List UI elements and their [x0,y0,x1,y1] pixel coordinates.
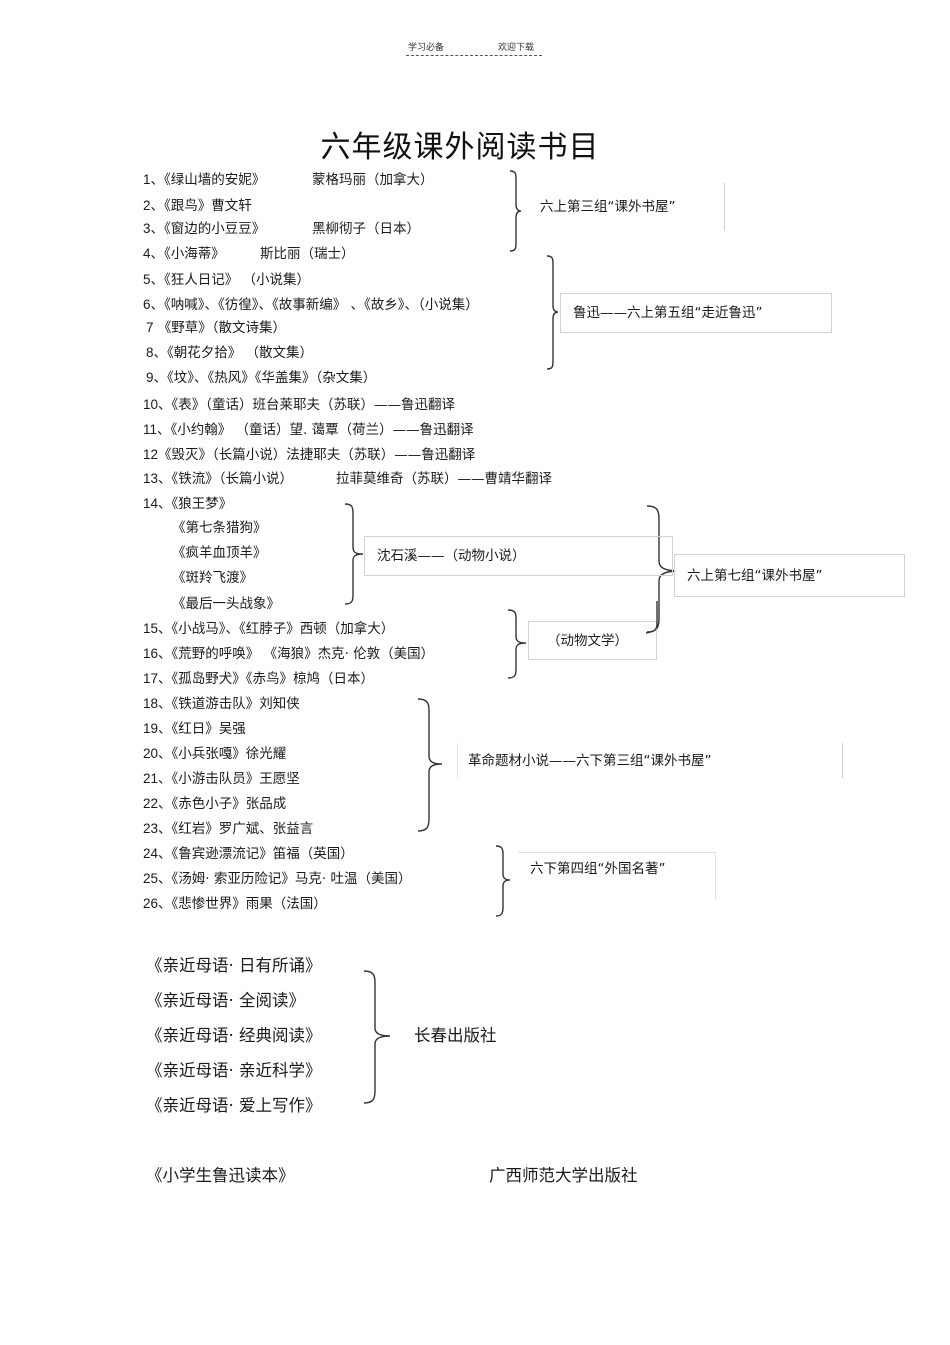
book-item-4-author: 斯比丽（瑞士） [260,246,355,262]
book-item-23: 23、《红岩》罗广斌、张益言 [143,821,314,837]
book-item-19: 19、《红日》吴强 [143,721,246,737]
series-item: 《亲近母语· 爱上写作》 [146,1096,322,1115]
book-item-14c: 《疯羊血顶羊》 [172,545,267,561]
book-item-4: 4、《小海蒂》 [143,246,225,262]
group-label-3: 沈石溪——（动物小说） [364,536,673,576]
book-item-12: 12《毁灭》（长篇小说）法捷耶夫（苏联）——鲁迅翻译 [143,447,476,463]
page-title: 六年级课外阅读书目 [320,130,600,165]
brace-group-4-icon [646,505,676,633]
book-item-26: 26、《悲惨世界》雨果（法国） [143,896,327,912]
brace-group-1-icon [509,170,522,252]
series-item: 《亲近母语· 经典阅读》 [146,1026,322,1045]
group-label-2: 鲁迅——六上第五组“走近鲁迅” [560,293,832,333]
book-item-11: 11、《小约翰》 （童话）望. 蔼覃（荷兰）——鲁迅翻译 [143,422,474,438]
book-item-3-author: 黑柳彻子（日本） [312,221,420,237]
book-item-1: 1、《绿山墙的安妮》 [143,172,266,188]
group-label-6: 革命题材小说——六下第三组“课外书屋” [457,743,843,778]
series-item: 《亲近母语· 亲近科学》 [146,1061,322,1080]
group-label-7: 六下第四组“外国名著” [518,852,716,900]
book-item-21: 21、《小游击队员》王愿坚 [143,771,300,787]
book-item-14d: 《斑羚飞渡》 [172,570,253,586]
book-item-20: 20、《小兵张嘎》徐光耀 [143,746,287,762]
book-item-6: 6、《呐喊》、《彷徨》、《故事新编》 、《故乡》、（小说集） [143,297,479,313]
book-item-22: 22、《赤色小子》张品成 [143,796,287,812]
book-item-5: 5、《狂人日记》 （小说集） [143,272,311,288]
extra-publisher: 广西师范大学出版社 [489,1166,638,1185]
book-item-15: 15、《小战马》、《红脖子》西顿（加拿大） [143,621,395,637]
book-item-1-author: 蒙格玛丽（加拿大） [312,172,434,188]
header-right-text: 欢迎下载 [498,43,535,53]
book-item-24: 24、《鲁宾逊漂流记》笛福（英国） [143,846,354,862]
book-item-7: 7 《野草》（散文诗集） [146,320,287,336]
book-item-17: 17、《孤岛野犬》《赤鸟》椋鸠（日本） [143,671,375,687]
series-item: 《亲近母语· 日有所诵》 [146,956,322,975]
brace-group-6-icon [417,698,443,832]
header-dashed-rule [406,55,542,56]
series-item: 《亲近母语· 全阅读》 [146,991,305,1010]
book-item-14e: 《最后一头战象》 [172,596,280,612]
book-item-10: 10、《表》（童话）班台莱耶夫（苏联）——鲁迅翻译 [143,397,456,413]
book-item-9: 9、《坟》、《热风》《华盖集》（杂文集） [146,370,377,386]
book-item-18: 18、《铁道游击队》刘知侠 [143,696,300,712]
book-item-16: 16、《荒野的呼唤》 《海狼》杰克· 伦敦（美国） [143,646,435,662]
brace-group-3-icon [344,503,364,605]
brace-group-7-icon [495,845,511,917]
brace-group-2-icon [546,255,559,370]
book-item-3: 3、《窗边的小豆豆》 [143,221,266,237]
book-item-2: 2、《跟鸟》曹文轩 [143,198,252,214]
book-item-13-author: 拉菲莫维奇（苏联）——曹靖华翻译 [336,471,552,487]
header-left-text: 学习必备 [408,43,445,53]
book-item-8: 8、《朝花夕拾》 （散文集） [146,345,314,361]
book-item-25: 25、《汤姆· 索亚历险记》马克· 吐温（美国） [143,871,412,887]
group-label-5: （动物文学） [528,621,657,660]
brace-group-5-icon [507,609,527,679]
book-item-14: 14、《狼王梦》 [143,496,233,512]
book-item-13: 13、《铁流》（长篇小说） [143,471,294,487]
group-label-4: 六上第七组“课外书屋” [674,554,905,597]
book-item-14b: 《第七条猎狗》 [172,520,267,536]
brace-series-icon [363,970,391,1104]
group-label-1: 六上第三组“课外书屋” [528,183,725,231]
series-publisher: 长春出版社 [414,1026,497,1045]
extra-book: 《小学生鲁迅读本》 [146,1166,295,1185]
connector-curve-icon [645,601,658,634]
